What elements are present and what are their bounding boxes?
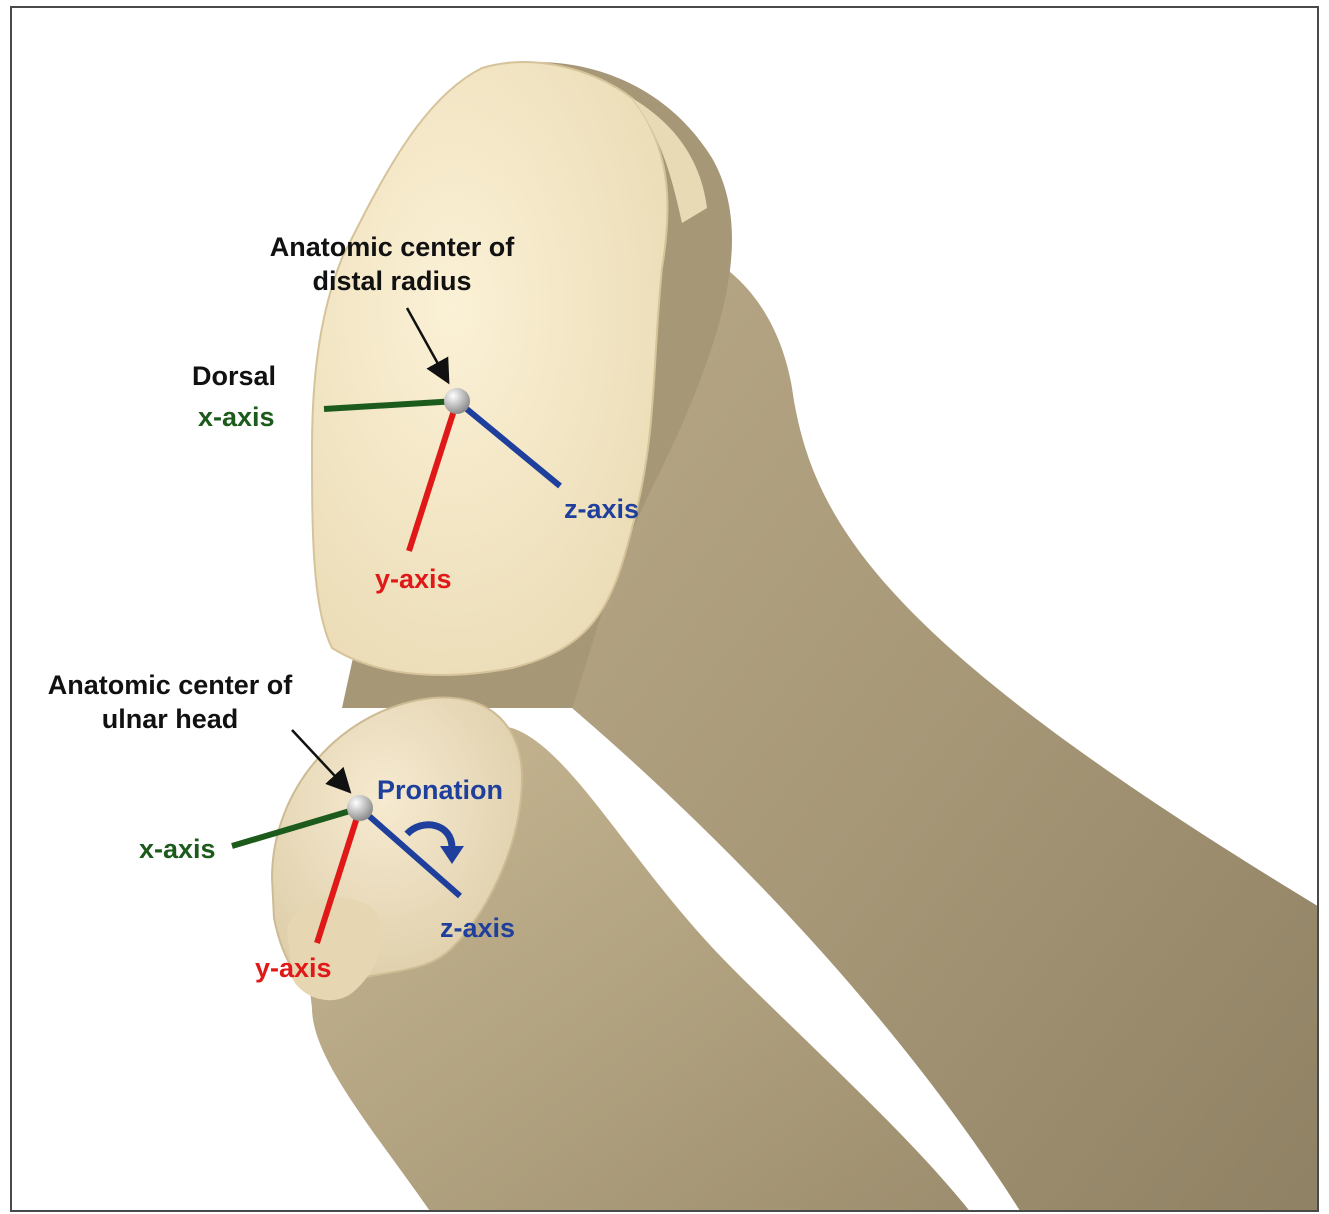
radius-y-axis-label: y-axis xyxy=(375,564,452,595)
ulna-center-label-line1: Anatomic center of xyxy=(20,668,320,702)
radius-center-label-line1: Anatomic center of xyxy=(242,230,542,264)
radius-center-marker xyxy=(444,388,470,414)
ulna-center-marker xyxy=(347,795,373,821)
pronation-label: Pronation xyxy=(377,775,503,806)
bone-model-render xyxy=(12,8,1319,1212)
radius-x-axis-label: x-axis xyxy=(198,402,275,433)
ulna-y-axis-label: y-axis xyxy=(255,953,332,984)
ulna-center-label-line2: ulnar head xyxy=(20,702,320,736)
figure-frame: Anatomic center of distal radius Dorsal … xyxy=(10,6,1319,1212)
radius-articular-face xyxy=(312,62,668,675)
ulna-z-axis-label: z-axis xyxy=(440,913,515,944)
radius-z-axis-label: z-axis xyxy=(564,494,639,525)
ulna-center-label: Anatomic center of ulnar head xyxy=(20,668,320,736)
ulna-x-axis-label: x-axis xyxy=(139,834,216,865)
radius-center-label-line2: distal radius xyxy=(242,264,542,298)
radius-center-label: Anatomic center of distal radius xyxy=(242,230,542,298)
dorsal-label: Dorsal xyxy=(192,361,276,392)
